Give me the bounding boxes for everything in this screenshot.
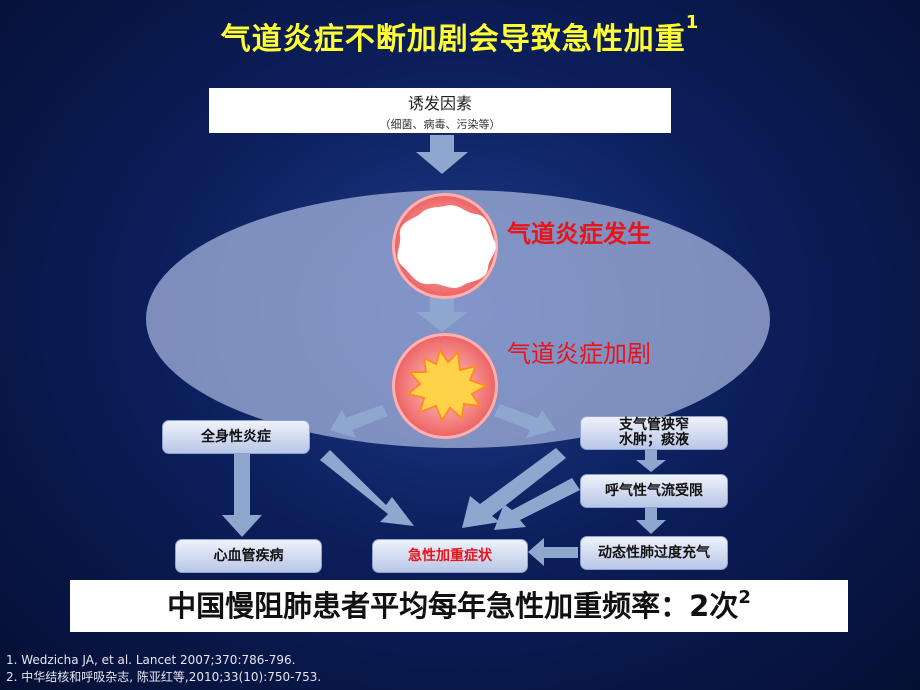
trigger-title: 诱发因素 [407,94,472,113]
arrow-systemic-to-cardio [222,452,262,537]
title-reference-marker: 1 [685,12,700,33]
box-cardiovascular: 心血管疾病 [175,539,322,573]
reference-2: 2. 中华结核和呼吸杂志, 陈亚红等,2010;33(10):750-753. [6,670,322,684]
box-acute-symptoms: 急性加重症状 [372,539,528,573]
trigger-subtitle: （细菌、病毒、污染等） [379,118,501,131]
arrow-worsen-to-bronchial [494,404,556,438]
box-bronchial-narrowing: 支气管狭窄 水肿；痰液 [580,416,728,450]
banner-text: 中国慢阻肺患者平均每年急性加重频率：2次 [167,589,739,623]
arrow-hyperinflation-to-acute [528,538,578,566]
arrow-airflow-to-hyperinflation [636,506,666,534]
banner-reference-marker: 2 [738,587,751,608]
trigger-box: 诱发因素 （细菌、病毒、污染等） [209,88,671,133]
box-systemic-label: 全身性炎症 [201,428,271,445]
reference-1: 1. Wedzicha JA, et al. Lancet 2007;370:7… [6,653,296,667]
slide-title-text: 气道炎症不断加剧会导致急性加重 [220,22,686,57]
box-airflow-limitation: 呼气性气流受限 [580,474,728,508]
airway-inflamed-lumen-top [405,347,489,423]
references: 1. Wedzicha JA, et al. Lancet 2007;370:7… [6,652,321,686]
box-cardio-label: 心血管疾病 [213,547,284,564]
arrow-bronchial-to-airflow [636,450,666,472]
arrow-trigger-to-occur [416,135,468,174]
arrow-airflow-to-acute [494,478,580,530]
stage-label-worsen: 气道炎症加剧 [507,340,651,368]
box-airflow-label: 呼气性气流受限 [605,482,703,499]
arrow-occur-to-worsen [416,297,468,332]
box-acute-label: 急性加重症状 [408,547,492,564]
box-systemic-inflammation: 全身性炎症 [162,420,310,454]
frequency-banner: 中国慢阻肺患者平均每年急性加重频率：2次2 [70,580,848,632]
stage-label-occur: 气道炎症发生 [507,220,651,248]
airway-normal-lumen-top [397,205,496,288]
box-bronchial-line1: 支气管狭窄 [619,417,689,433]
arrow-worsen-to-systemic [330,405,388,438]
slide-title: 气道炎症不断加剧会导致急性加重1 [0,12,920,58]
arrow-systemic-to-acute [320,450,414,526]
box-bronchial-line2: 水肿；痰液 [619,432,689,448]
box-hyperinflation: 动态性肺过度充气 [580,536,728,570]
arrow-bronchial-to-acute [462,448,566,528]
box-hyperinflation-label: 动态性肺过度充气 [598,544,710,561]
